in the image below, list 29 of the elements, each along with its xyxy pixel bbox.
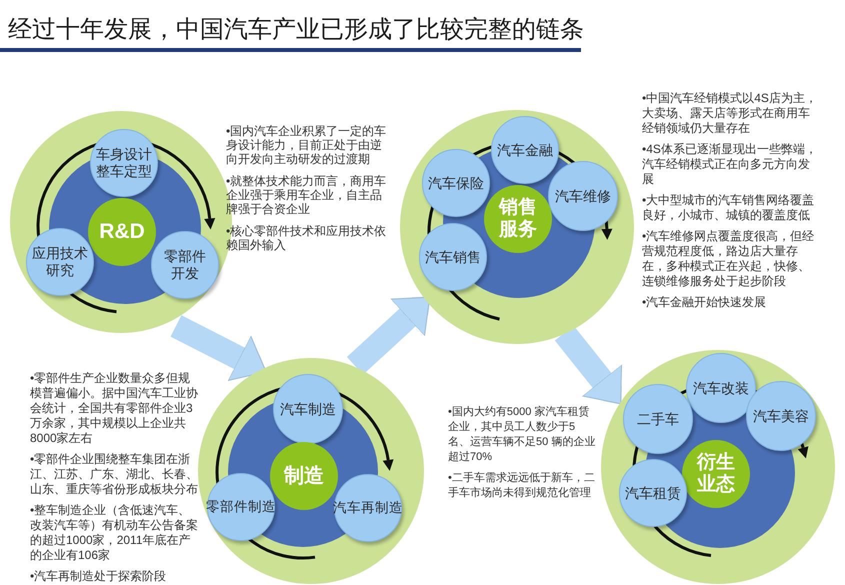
topic-circle: 零部件制造 [207, 473, 275, 541]
bullet-text: •二手车需求远远低于新车，二手车市场尚未得到规范化管理 [448, 471, 596, 501]
topic-circle: 汽车保险 [422, 149, 490, 217]
bullet-text: •汽车金融开始快速发展 [642, 295, 768, 310]
topic-circle: 汽车再制造 [334, 474, 402, 542]
bullet-text: •零部件生产企业数量众多但规模普遍偏小。据中国汽车工业协会统计，全国共有零部件企业3万余家，其中规模以上企业共8000家左右 [30, 371, 199, 446]
bullet-text: •国内大约有5000 家汽车租赁企业，其中员工人数少于5 名、运营车辆不足50 辆的企业超过70% [448, 405, 596, 465]
flow-arrow [170, 315, 267, 382]
flow-arrow [554, 326, 622, 405]
topic-circle: 汽车租赁 [619, 459, 687, 527]
bullet-text: •就整体技术能力而言，商用车企业强于乘用车企业，自主品牌强于合资企业 [226, 174, 388, 216]
bullet-text: •整车制造企业（含低速汽车、改装汽车等）有机动车公告备案的超过1000家，2011年底在产的企业有106家 [30, 503, 199, 563]
title: 经过十年发展，中国汽车产业已形成了比较完整的链条 [8, 15, 584, 45]
topic-circle: 汽车销售 [419, 223, 487, 291]
topic-circle: 汽车金融 [491, 116, 559, 184]
bullet-text: •4S体系已逐渐显现出一些弊端，汽车经销模式正在向多元方向发展 [642, 142, 818, 187]
bullet-text: •大中型城市的汽车销售网络覆盖良好，小城市、城镇的覆盖度低 [642, 193, 816, 223]
bullet-text: •汽车再制造处于探索阶段 [30, 569, 168, 584]
bullet-text: •汽车维修网点覆盖度很高，但经营规范程度低，路边店大量存在，多种模式正在兴起，快修、连锁维修服务处于起步阶段 [642, 229, 816, 289]
bullet-text: •中国汽车经销模式以4S店为主，大卖场、露天店等形式在商用车经销领域仍大量存在 [642, 91, 818, 136]
topic-circle: 汽车维修 [548, 161, 618, 231]
topic-circle: 车身设计整车定型 [90, 129, 158, 197]
topic-circle: 应用技术研究 [26, 228, 94, 296]
bullet-text: •核心零部件技术和应用技术依赖国外输入 [226, 224, 388, 252]
bullet-text: •国内汽车企业积累了一定的车身设计能力，目前正处于由逆向开发向主动研发的过渡期 [226, 124, 388, 166]
flow-arrow [346, 296, 430, 375]
bullet-text: •零部件企业围绕整车集团在浙江、江苏、广东、湖北、长春、山东、重庆等省份形成板块分布 [30, 452, 199, 497]
topic-circle: 零部件开发 [151, 231, 219, 299]
topic-circle: 二手车 [623, 384, 693, 454]
